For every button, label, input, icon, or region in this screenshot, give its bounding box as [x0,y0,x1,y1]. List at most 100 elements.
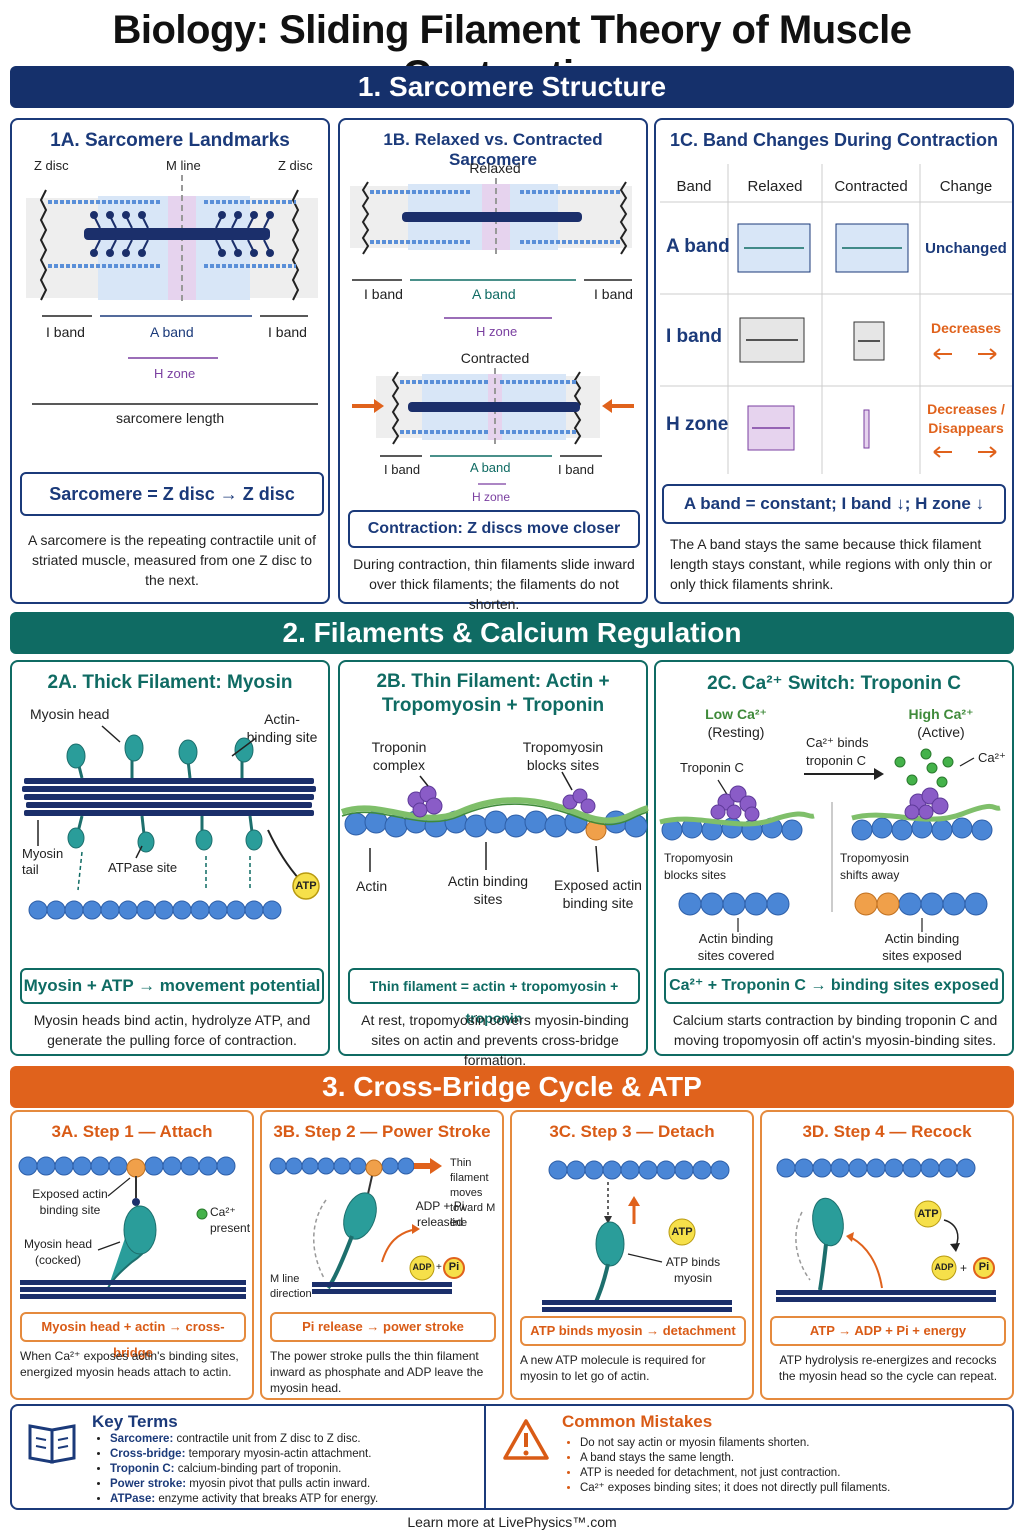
atp-badge: ATP [671,1226,693,1238]
h-zone-label: H zone [154,366,196,381]
mistakes-list: Do not say actin or myosin filaments sho… [562,1436,1002,1496]
panel-2b-summary: Thin filament = actin + tropomyosin + tr… [348,968,640,1026]
mistakes-title: Common Mistakes [562,1412,713,1431]
myosin-head-label: Myosin head (cocked) [23,1237,93,1267]
panel-3d: 3D. Step 4 — Recock ATP ADP + Pi ATP → A… [760,1110,1014,1400]
list-item: Cross-bridge: temporary myosin-actin att… [110,1447,482,1462]
panel-2c-desc: Calcium starts contraction by binding tr… [672,1012,998,1048]
panel-2a: 2A. Thick Filament: Myosin Myosin head A… [10,660,330,1056]
troponin-c-label: Troponin C [680,760,744,775]
key-terms-list: Sarcomere: contractile unit from Z disc … [92,1432,482,1507]
relaxed-contracted-diagram [350,178,634,485]
list-item: Power stroke: myosin pivot that pulls ac… [110,1477,482,1492]
section-1-header: 1. Sarcomere Structure [10,66,1014,108]
panel-3b-title: 3B. Step 2 — Power Stroke [273,1122,491,1141]
panel-3a-desc: When Ca²⁺ exposes actin's binding sites,… [20,1349,239,1379]
panel-1b: 1B. Relaxed vs. Contracted Sarcomere Rel… [338,118,648,612]
active-label: (Active) [917,724,965,740]
panel-3d-desc: ATP hydrolysis re-energizes and recocks … [778,1353,998,1383]
panel-3c-title: 3C. Step 3 — Detach [549,1122,715,1141]
row-i-band: I band [666,326,722,347]
detach-diagram [542,1160,732,1312]
myosin-head-label: Myosin head [30,706,110,722]
atp-badge: ATP [295,880,317,892]
myosin-diagram [22,725,320,920]
list-item: Troponin C: calcium-binding part of trop… [110,1462,482,1477]
panel-3c-desc: A new ATP molecule is required for myosi… [520,1353,706,1383]
high-ca-label: High Ca²⁺ [908,706,974,722]
row-a-band: A band [666,236,730,257]
panel-3b-desc: The power stroke pulls the thin filament… [270,1349,484,1395]
row-h-change: Decreases / Disappears [927,401,1005,436]
panel-1c-title: 1C. Band Changes During Contraction [669,130,999,150]
contracted-label: Contracted [460,350,530,366]
bottom-panel: Key Terms Sarcomere: contractile unit fr… [10,1404,1014,1510]
table-header-change: Change [939,178,993,195]
panel-2c-summary: Ca²⁺ + Troponin C → binding sites expose… [664,968,1004,1004]
adp-badge: ADP [412,1262,432,1272]
relaxed-i-band-right: I band [594,286,633,302]
i-band-right-label: I band [268,324,307,340]
sites-exposed-label: Actin binding sites exposed [882,931,962,963]
panel-1a: 1A. Sarcomere Landmarks Z disc M line Z … [10,118,330,604]
relaxed-h-zone: H zone [476,324,518,339]
calcium-switch-diagram [659,748,1001,932]
panel-2a-summary: Myosin + ATP → movement potential [20,968,324,1004]
m-line-label: M line [166,158,201,173]
panel-1c-summary: A band = constant; I band ↓; H zone ↓ [662,484,1006,524]
list-item: Do not say actin or myosin filaments sho… [580,1436,1002,1451]
panel-2b-desc: At rest, tropomyosin covers myosin-bindi… [361,1012,629,1068]
divider [484,1406,486,1508]
relaxed-i-band-left: I band [364,286,403,302]
panel-3b-summary: Pi release → power stroke [270,1312,496,1342]
z-disc-left-label: Z disc [34,158,69,173]
exposed-site-label: Exposed actin binding site [554,877,642,911]
panel-3c-summary: ATP binds myosin → detachment [520,1316,746,1346]
panel-2b-title: 2B. Thin Filament: Actin + Tropomyosin +… [376,671,610,716]
plus-sign: + [960,1261,968,1275]
trop-blocks-label: Tropomyosin blocks sites [664,851,733,882]
panel-3d-summary: ATP → ADP + Pi + energy [770,1316,1006,1346]
ca-ion-label: Ca²⁺ [978,750,1006,765]
panel-1c: 1C. Band Changes During Contraction Band… [654,118,1014,604]
panel-2b: 2B. Thin Filament: Actin + Tropomyosin +… [338,660,649,1068]
contracted-i-band-left: I band [384,462,421,477]
section-2-header: 2. Filaments & Calcium Regulation [10,612,1014,654]
panel-1a-summary: Sarcomere = Z disc → Z disc [20,472,324,516]
table-header-contracted: Contracted [834,178,908,195]
row-a-change: Unchanged [925,240,1007,257]
list-item: Sarcomere: contractile unit from Z disc … [110,1432,482,1447]
panel-1b-desc: During contraction, thin filaments slide… [353,556,635,612]
attach-diagram [18,1156,246,1299]
panel-2c: 2C. Ca²⁺ Switch: Troponin C Low Ca²⁺ (Re… [654,660,1014,1056]
ca-binds-label: Ca²⁺ binds troponin C [806,735,869,768]
atpase-label: ATPase site [108,860,178,875]
plus-sign: + [436,1262,442,1273]
panel-1a-title: 1A. Sarcomere Landmarks [50,130,290,151]
book-icon [28,1424,76,1464]
band-table-grid [660,164,1012,474]
actin-binding-label: Actin-binding site [246,711,318,745]
m-line-direction-label: M line direction [270,1273,312,1300]
list-item: ATP is needed for detachment, not just c… [580,1466,1002,1481]
footer-link[interactable]: Learn more at LivePhysics™.com [407,1514,617,1530]
table-header-band: Band [676,178,712,195]
actin-label: Actin [356,878,388,894]
panel-2a-title: 2A. Thick Filament: Myosin [47,672,293,693]
panel-1b-summary: Contraction: Z discs move closer [348,510,640,548]
contracted-i-band-right: I band [558,462,595,477]
contracted-a-band: A band [470,460,511,475]
atp-badge: ATP [917,1208,939,1220]
pi-badge: Pi [978,1261,990,1273]
panel-1c-desc: The A band stays the same because thick … [670,536,993,592]
panel-1b-title: 1B. Relaxed vs. Contracted Sarcomere [383,130,603,169]
contracted-h-zone: H zone [472,490,511,504]
panel-3a-title: 3A. Step 1 — Attach [51,1122,213,1141]
binding-sites-label: Actin binding sites [447,873,529,907]
panel-3a-summary: Myosin head + actin → cross-bridge [20,1312,246,1360]
sarcomere-diagram [26,175,318,405]
key-terms-title: Key Terms [92,1412,178,1431]
resting-label: (Resting) [707,724,765,740]
row-h-band: H zone [666,414,729,435]
recock-diagram [776,1158,996,1302]
